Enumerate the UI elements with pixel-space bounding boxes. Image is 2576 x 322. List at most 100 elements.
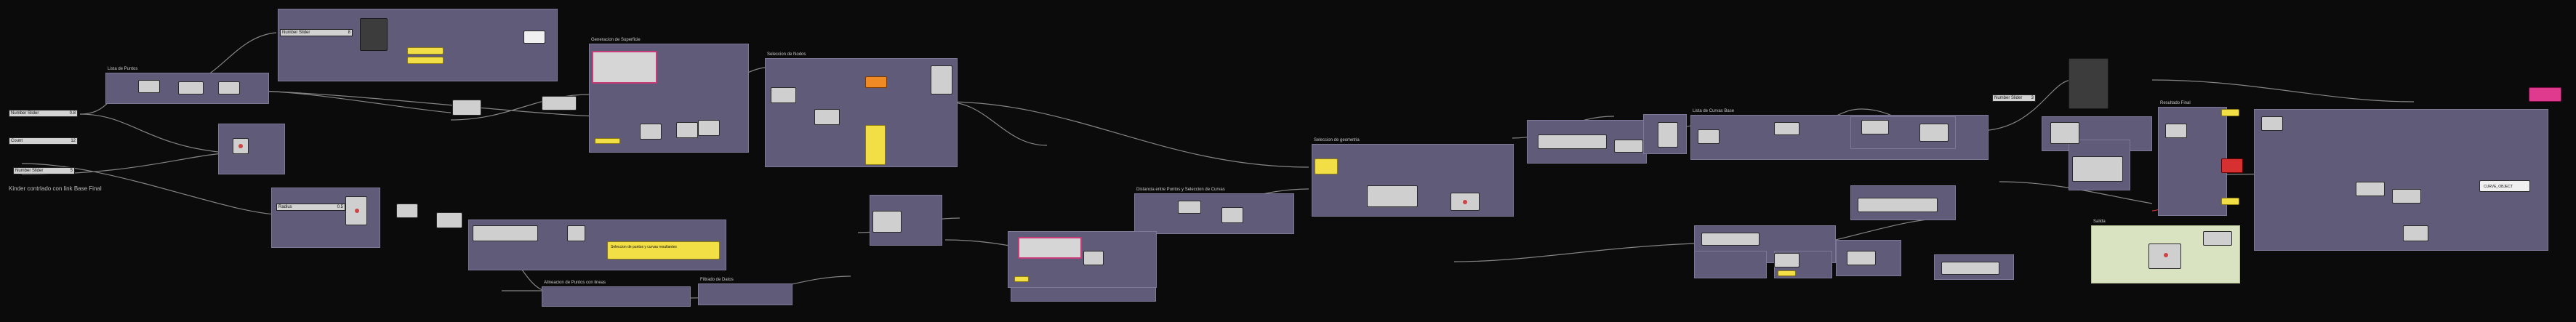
component-node[interactable] [1861,120,1889,134]
component-node[interactable] [2072,156,2123,182]
yellow-panel[interactable] [1778,270,1796,276]
component-node[interactable] [567,225,585,241]
number-slider[interactable]: Number Slider 8 [280,29,353,36]
yellow-panel[interactable] [407,47,444,55]
component-node[interactable] [676,122,698,138]
yellow-panel[interactable] [407,57,444,64]
slider-label: Number Slider [1994,96,2023,100]
group-distancia[interactable]: Distancia entre Puntos y Seleccion de Cu… [1134,188,1294,234]
component-node[interactable] [2069,58,2108,109]
canvas-note: Kinder contrlado con link Base Final [9,185,102,192]
preview-node[interactable] [592,51,657,84]
output-panel[interactable]: CURVE_OBJECT [2479,180,2530,192]
note-panel[interactable]: Seleccion de puntos y curvas resultantes [607,241,720,259]
note-text: Seleccion de puntos y curvas resultantes [611,245,677,249]
group-filtrado[interactable]: Filtrado de Datos [698,278,793,305]
component-node[interactable] [771,87,796,103]
component-node[interactable] [1658,122,1678,148]
component-node[interactable] [1538,134,1607,149]
component-node[interactable] [1858,198,1938,212]
component-node[interactable] [2203,231,2232,246]
component-node[interactable] [452,100,481,116]
component-node[interactable] [1701,233,1760,246]
component-node[interactable] [2356,182,2385,196]
component-node[interactable] [345,196,367,225]
component-node[interactable] [1221,207,1243,223]
slider-value: 12 [71,139,76,143]
component-node[interactable] [1774,122,1799,135]
yellow-panel[interactable] [865,125,886,165]
slider-label: Number Slider [15,169,44,173]
component-node[interactable] [814,109,840,125]
yellow-panel[interactable] [1014,276,1029,282]
component-node[interactable] [2050,122,2079,144]
status-dot [1463,200,1467,204]
component-node[interactable] [178,81,204,94]
number-slider[interactable]: Number Slider 3 [1992,94,2036,102]
component-node[interactable] [360,18,388,51]
yellow-panel[interactable] [2221,198,2239,205]
group-alineacion[interactable]: Alineacion de Puntos con lineas [542,281,691,307]
group-bottom-row-1[interactable] [1694,251,1767,278]
slider-label: Count [11,139,23,143]
component-node[interactable] [1367,185,1418,207]
group-label: Generacion de Superficie [591,38,641,42]
component-node[interactable] [1698,129,1720,144]
radius-slider[interactable]: Radius 0.5 [276,204,345,211]
slider-value: 0.5 [337,205,343,209]
component-node[interactable] [1919,124,1949,142]
yellow-panel[interactable] [1315,158,1338,174]
component-node[interactable] [2148,243,2181,269]
orange-component[interactable] [865,76,887,88]
component-node[interactable] [1847,251,1876,265]
component-node[interactable] [396,204,418,218]
component-node[interactable] [523,31,545,44]
group-label: Seleccion de Nodos [767,52,806,57]
component-node[interactable] [473,225,538,241]
component-node[interactable] [2392,189,2421,204]
component-node[interactable] [931,65,952,94]
component-node[interactable] [1450,193,1480,211]
component-node[interactable] [1083,251,1104,265]
component-node[interactable] [436,212,462,228]
component-node[interactable] [1178,201,1201,214]
preview-node[interactable] [1018,237,1082,259]
component-node[interactable] [218,81,240,94]
group-label: Salida [2093,220,2106,224]
component-node[interactable] [640,124,662,140]
yellow-panel[interactable] [595,138,620,144]
group-label: Lista de Curvas Base [1693,109,1735,113]
number-slider[interactable]: Number Slider 5 [13,167,75,174]
component-node[interactable] [872,211,902,233]
status-dot [238,144,243,148]
status-dot [355,209,359,213]
component-node[interactable] [2261,116,2283,131]
component-node[interactable] [542,96,577,110]
group-bottom-mid[interactable] [1011,287,1156,302]
slider-value: 3 [2031,96,2034,100]
status-dot [2164,253,2168,257]
group-left-small[interactable] [218,124,285,174]
component-node[interactable] [138,80,160,93]
group-top-block[interactable] [278,9,558,81]
magenta-component[interactable] [2529,87,2561,102]
slider-value: 5 [70,169,73,173]
group-label: Alineacion de Puntos con lineas [544,281,606,285]
component-node[interactable] [1774,253,1799,267]
output-label: CURVE_OBJECT [2484,185,2513,189]
component-node[interactable] [698,120,720,136]
number-slider[interactable]: Number Slider 0.8 [9,110,78,117]
component-node[interactable] [1614,140,1643,153]
slider-label: Number Slider [282,31,310,35]
component-node[interactable] [233,138,249,154]
group-label: Resultado Final [2160,101,2191,105]
component-node[interactable] [1941,262,1999,275]
yellow-panel[interactable] [2221,109,2239,116]
group-seleccion-de-nodos[interactable]: Seleccion de Nodos [765,52,958,167]
component-node[interactable] [2403,225,2428,241]
group-right-main[interactable] [2254,109,2548,251]
component-node[interactable] [2165,124,2187,138]
red-component[interactable] [2221,158,2243,173]
count-slider[interactable]: Count 12 [9,137,78,145]
